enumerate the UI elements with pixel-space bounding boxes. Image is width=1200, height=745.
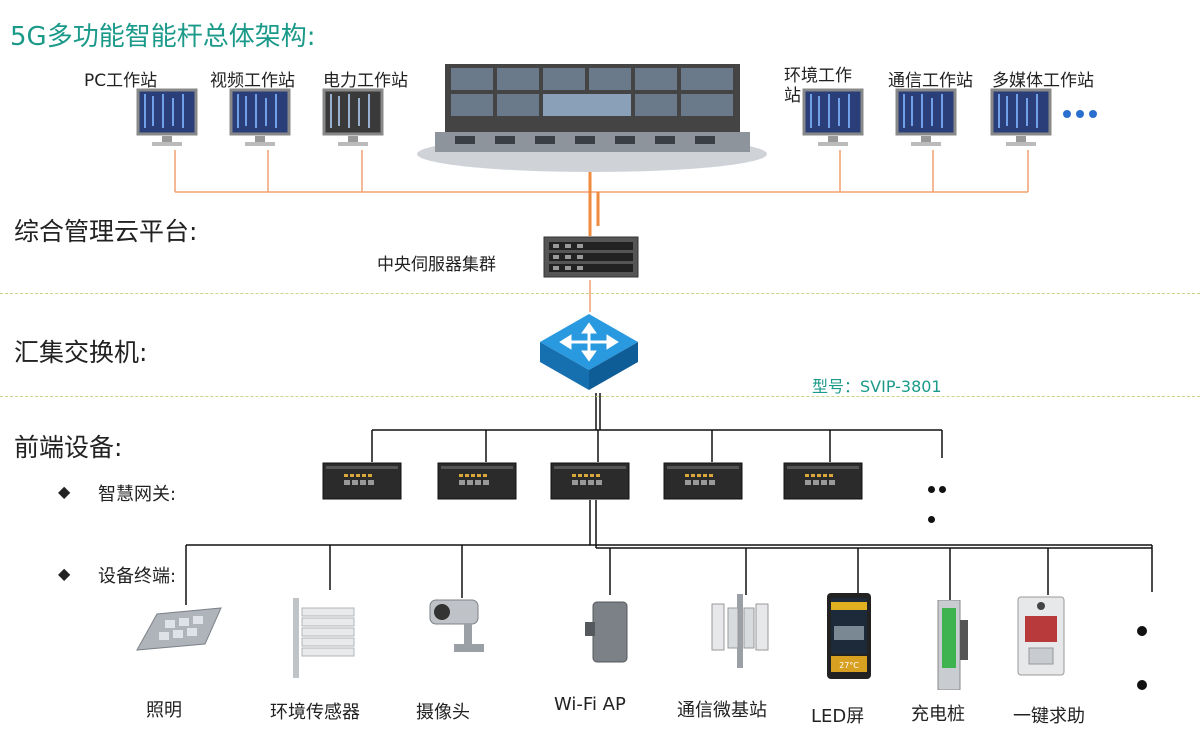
micro-base-station-icon (711, 594, 769, 668)
device-label-camera: 摄像头 (416, 702, 470, 723)
gateway-label: 智慧网关: (98, 484, 177, 505)
more-dot-icon (939, 486, 946, 493)
more-dot-icon (1137, 680, 1147, 690)
led-screen-icon: 27°C (827, 593, 871, 679)
workstation-label-multimedia: 多媒体工作站 (992, 71, 1094, 88)
monitor-icon (136, 88, 198, 146)
wifi-ap-icon (585, 601, 628, 663)
server-rack-icon (543, 236, 639, 278)
workstation-label-power: 电力工作站 (323, 71, 408, 91)
section-front-end: 前端设备: (14, 433, 123, 462)
led-temperature-text: 27°C (839, 661, 859, 670)
more-dot-icon (928, 486, 935, 493)
device-label-micro-base-station: 通信微基站 (677, 700, 767, 721)
diamond-bullet-icon: ◆ (58, 482, 71, 501)
more-ellipsis-icon (1063, 110, 1097, 118)
gateway-device-icon (322, 462, 402, 500)
monitor-icon (802, 88, 864, 146)
workstation-label-video: 视频工作站 (210, 71, 295, 91)
diamond-bullet-icon: ◆ (58, 564, 71, 583)
device-label-charging-pile: 充电桩 (911, 704, 965, 725)
device-label-emergency-call: 一键求助 (1013, 706, 1085, 727)
workstation-label-communication: 通信工作站 (888, 71, 973, 91)
gateway-device-icon (663, 462, 743, 500)
workstation-label-pc: PC工作站 (84, 71, 158, 91)
server-cluster-label: 中央伺服器集群 (377, 255, 496, 275)
section-cloud-platform: 综合管理云平台: (14, 217, 198, 246)
device-label-lighting: 照明 (146, 700, 182, 721)
device-label-wifi-ap: Wi-Fi AP (554, 694, 626, 715)
monitor-icon (990, 88, 1052, 146)
network-switch-icon (540, 314, 638, 390)
control-center-image (417, 64, 767, 172)
street-light-icon (136, 607, 222, 651)
gateway-device-icon (550, 462, 630, 500)
gateway-device-icon (437, 462, 517, 500)
divider (0, 293, 1200, 294)
more-dot-icon (1137, 626, 1147, 636)
emergency-call-icon (1017, 596, 1065, 676)
page-title: 5G多功能智能杆总体架构: (10, 22, 316, 52)
charging-pile-icon (937, 600, 968, 690)
monitor-icon (322, 88, 384, 146)
workstation-label-environment: 环境工作站 (784, 66, 852, 106)
environment-sensor-icon (293, 598, 355, 678)
terminal-label: 设备终端: (98, 566, 177, 587)
security-camera-icon (429, 599, 484, 652)
more-dot-icon (928, 516, 935, 523)
monitor-icon (895, 88, 957, 146)
section-switch: 汇集交换机: (14, 338, 148, 367)
gateway-device-icon (783, 462, 863, 500)
device-label-env-sensor: 环境传感器 (270, 702, 360, 723)
divider (0, 396, 1200, 397)
switch-model-label: 型号：SVIP-3801 (812, 377, 942, 396)
monitor-icon (229, 88, 291, 146)
device-label-led-screen: LED屏 (811, 706, 865, 727)
